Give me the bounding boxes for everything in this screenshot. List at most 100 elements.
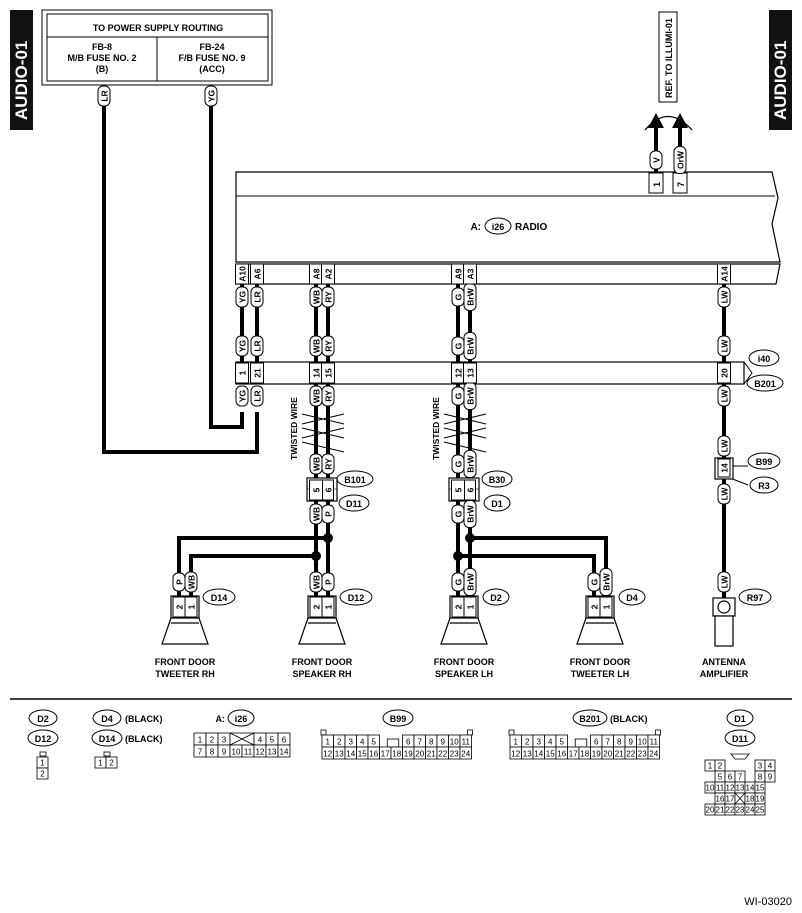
joint-pin-15: 15 [321,362,335,384]
speaker-rh-pin-2: 2 [309,596,323,618]
tag-lower-0: YG [235,385,249,407]
tag-lower-6-text: LW [720,389,730,403]
b99-cell-10: 10 [448,734,461,748]
b99-cell-5: 5 [367,734,380,748]
b99-cell-3: 3 [344,734,357,748]
speakers [161,595,736,647]
legend-a-prefix: A: [216,714,226,724]
tag-mid-2-text: WB [312,339,322,353]
d1-cell-17-text: 17 [726,795,735,804]
b201-cell-10-text: 10 [638,738,647,747]
b201-cell-3: 3 [532,734,545,748]
tag-brw-b30-text: BrW [466,454,476,472]
radio-pin-A3: A3 [463,263,477,285]
tag-lr-power-text: LR [100,90,110,101]
b99-cell-10-text: 10 [450,738,459,747]
b99-cell-8-text: 8 [429,738,434,747]
twisted-wire-label-rh: TWISTED WIRE [289,397,299,460]
b201-cell-11: 11 [647,734,660,748]
tag-speaker-rh-b-text: P [324,579,334,585]
d1-cell-3-text: 3 [758,762,763,771]
d1-cell-13-text: 13 [736,784,745,793]
tag-brw-d1: BrW [463,500,477,528]
b201-cell-8: 8 [613,734,626,748]
b201-cell-4: 4 [544,734,557,748]
d1-cell-11: 11 [714,781,726,794]
b201-cell-24: 24 [647,746,660,760]
illum-pins: 1 7 [648,172,688,194]
b201-cell-9: 9 [624,734,637,748]
legend-b201-black: (BLACK) [610,714,648,724]
i26-cell-2: 2 [205,732,219,746]
radio-id: i26 [492,222,505,232]
speaker-lh-pin-2-text: 2 [454,604,464,609]
radio-pin-A2-text: A2 [324,268,334,279]
b201-cell-11-text: 11 [650,738,659,747]
b99-cell-23-text: 23 [450,750,459,759]
tag-brw-b30: BrW [463,450,477,478]
radio-pin-A14-text: A14 [720,266,730,282]
b201-cell-4-text: 4 [548,738,553,747]
d1-cell-23: 23 [734,803,746,816]
tag-lw-b99: LW [717,435,731,457]
tag-mid-0-text: YG [238,339,248,352]
d1-cell-22-text: 22 [726,806,735,815]
b99-cell-4-text: 4 [360,738,365,747]
radio-pin-A8: A8 [309,263,323,285]
legend-2p-v-1-text: 1 [40,759,45,768]
d1-cell-5: 5 [714,770,726,783]
component-labels: FRONT DOOR TWEETER RH FRONT DOOR SPEAKER… [155,657,749,679]
b201-cell-14: 14 [532,746,545,760]
tag-upper-6-text: LW [720,290,730,304]
tag-mid-4: G [451,336,465,356]
b201-cell-8-text: 8 [617,738,622,747]
radio-prefix: A: [470,222,481,233]
d1-cell-25: 25 [754,803,766,816]
tag-lower-6: LW [717,385,731,407]
d1-cell-20-text: 20 [706,806,715,815]
power-box-title: TO POWER SUPPLY ROUTING [93,23,223,33]
conn-B99: B99 [756,457,773,467]
legend-2p-h-1: 1 [94,756,107,769]
tag-mid-5-text: BrW [466,336,476,354]
tag-upper-0-text: YG [238,290,248,303]
conn-D1: D1 [491,499,503,509]
b101-pin-6-text: 6 [324,487,334,492]
legend-d14-black: (BLACK) [125,734,163,744]
tag-lower-4-text: G [454,392,464,399]
b201-cell-6: 6 [590,734,603,748]
ref-illumi-text: REF. TO ILLUMI-01 [664,18,674,98]
b99-cell-15-text: 15 [358,750,367,759]
i26-cell-5: 5 [265,732,279,746]
legend-2p-h-2-text: 2 [109,759,114,768]
b99-cell-4: 4 [356,734,369,748]
b99-cell-1: 1 [321,734,334,748]
tag-p-d11-text: P [324,511,334,517]
tag-g-d1: G [451,504,465,524]
tag-lower-5: BrW [463,382,477,410]
tag-p-d11: P [321,504,335,524]
tag-upper-0: YG [235,286,249,308]
d1-cell-16-text: 16 [716,795,725,804]
b201-cell-16: 16 [555,746,568,760]
b201-cell-12-text: 12 [511,750,520,759]
i26-cell-4-text: 4 [258,736,263,745]
legend-d1: D1 [734,714,746,724]
b99-cell-9-text: 9 [441,738,446,747]
legend-d4: D4 [101,714,113,724]
power-left-line2: M/B FUSE NO. 2 [67,53,136,63]
tag-lw-r3-text: LW [720,487,730,501]
radio-pin-A10-text: A10 [238,266,248,282]
d1-cell-1: 1 [704,759,716,772]
b30-pin-6-text: 6 [466,487,476,492]
d1-cell-13: 13 [734,781,746,794]
b201-cell-17: 17 [567,746,580,760]
d1-cell-19-text: 19 [756,795,765,804]
b99-cell-17-text: 17 [381,750,390,759]
figure-id: WI-03020 [744,896,792,908]
b99-cell-1-text: 1 [326,738,331,747]
d1-cell-12-text: 12 [726,784,735,793]
b99-cell-7: 7 [413,734,426,748]
speaker-rh-l1: FRONT DOOR [292,657,353,667]
